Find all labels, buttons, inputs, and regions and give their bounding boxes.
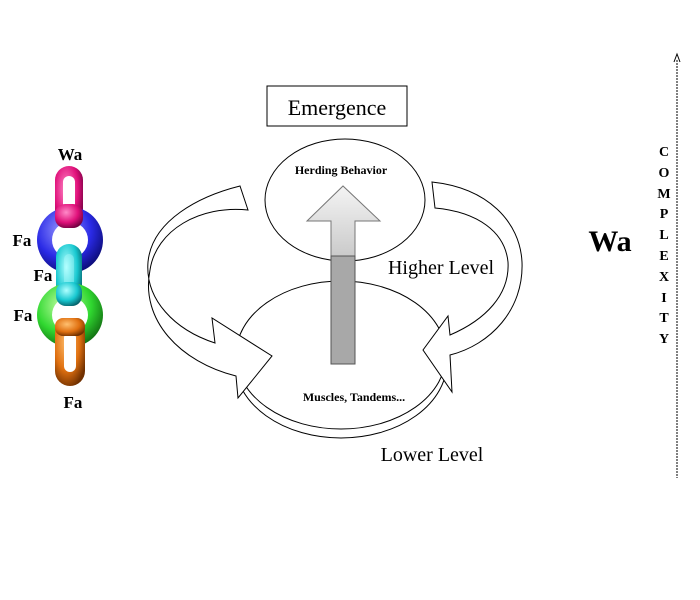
emergence-box: [266, 85, 408, 127]
chain-label-fa-4: Fa: [64, 393, 83, 412]
muscles-tandems-label: Muscles, Tandems...: [303, 390, 405, 404]
ring-orange-overlap: [55, 318, 85, 336]
chain-graphic: [37, 166, 103, 386]
emergence-label: Emergence: [288, 95, 387, 120]
complexity-letter: Y: [658, 332, 670, 348]
chain-label-wa: Wa: [58, 145, 83, 164]
right-circular-arrow: [422, 181, 523, 394]
wa-big-label: Wa: [588, 225, 631, 258]
emergence-up-arrow: [305, 185, 382, 365]
chain-label-fa-2: Fa: [34, 266, 53, 285]
complexity-letter: P: [659, 207, 669, 223]
complexity-letter: M: [657, 186, 671, 202]
left-circular-arrow: [147, 185, 273, 400]
complexity-letter: L: [659, 228, 669, 244]
complexity-axis: [673, 52, 681, 478]
herding-behavior-label: Herding Behavior: [295, 163, 388, 177]
complexity-letter: O: [658, 165, 670, 181]
complexity-letter: I: [661, 290, 667, 306]
ring-magenta-overlap: [55, 204, 83, 228]
ring-cyan-overlap: [56, 282, 82, 306]
complexity-letter: X: [658, 269, 670, 285]
chain-label-fa-1: Fa: [13, 231, 32, 250]
complexity-letter: E: [659, 249, 669, 264]
complexity-letter: C: [658, 145, 670, 160]
lower-level-label: Lower Level: [381, 444, 484, 466]
complexity-letter: T: [659, 311, 669, 327]
higher-level-label: Higher Level: [388, 257, 495, 279]
chain-label-fa-3: Fa: [14, 306, 33, 325]
